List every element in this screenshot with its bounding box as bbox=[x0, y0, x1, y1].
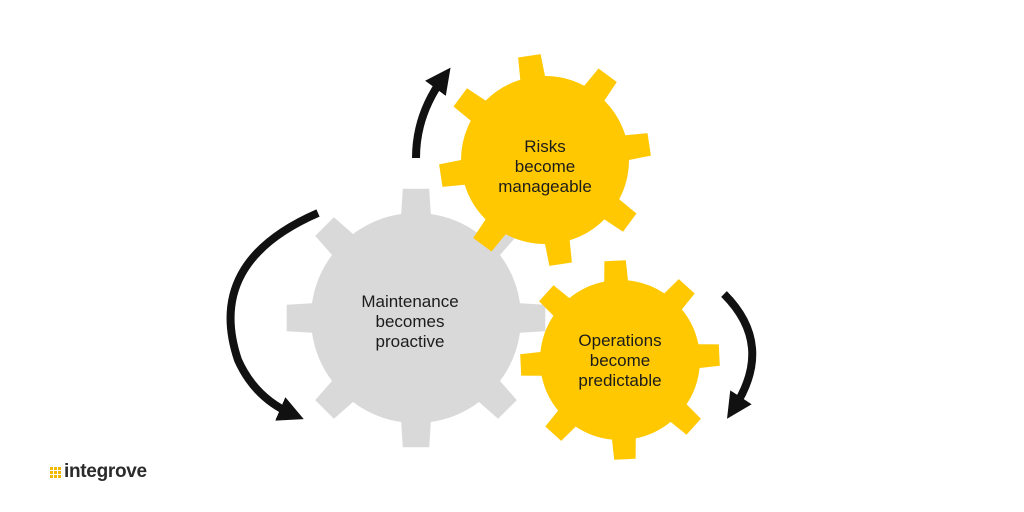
maintenance-gear-label: Maintenance becomes proactive bbox=[345, 292, 475, 352]
maintenance-line-1: Maintenance bbox=[361, 292, 459, 311]
maintenance-line-3: proactive bbox=[375, 332, 445, 351]
dot-grid-logo-icon bbox=[50, 466, 61, 478]
gear-icon bbox=[286, 188, 546, 448]
risks-gear-label: Risks become manageable bbox=[485, 137, 605, 197]
risks-gear bbox=[439, 54, 651, 266]
gear-icon bbox=[520, 260, 720, 460]
risks-line-3: manageable bbox=[498, 177, 592, 196]
maintenance-line-2: becomes bbox=[375, 312, 445, 331]
risks-line-2: become bbox=[514, 157, 576, 176]
integrove-logo: integrove bbox=[50, 461, 147, 483]
curved-arrow-right bbox=[721, 291, 757, 419]
logo-text: integrove bbox=[64, 461, 147, 482]
operations-line-1: Operations bbox=[578, 331, 662, 350]
operations-gear-label: Operations become predictable bbox=[560, 331, 680, 391]
maintenance-gear bbox=[286, 188, 546, 448]
operations-line-3: predictable bbox=[578, 371, 662, 390]
gear-icon bbox=[439, 54, 651, 266]
curved-arrow-left bbox=[226, 209, 320, 421]
operations-line-2: become bbox=[589, 351, 651, 370]
curved-arrow-up bbox=[412, 67, 451, 159]
operations-gear bbox=[520, 260, 720, 460]
risks-line-1: Risks bbox=[524, 137, 566, 156]
